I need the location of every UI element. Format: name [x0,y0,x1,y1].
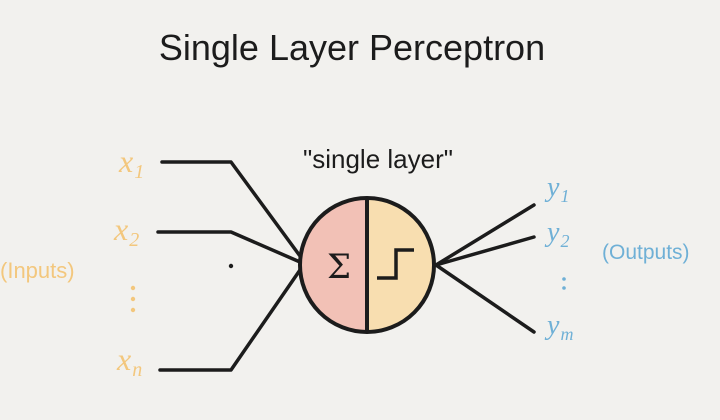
step-function-icon [377,248,414,280]
input-subscript: 1 [134,161,144,183]
output-var: y [544,217,560,248]
outputs-ellipsis [562,277,566,290]
input-subscript: n [132,359,142,381]
summation-half [300,198,367,332]
stray-dot [228,263,234,269]
input-wire-2 [156,230,302,264]
input-x2: x2 [113,211,139,251]
output-y2: y2 [544,217,569,251]
input-var: x [116,341,131,377]
svg-text:y1: y1 [544,172,569,206]
output-y1: y1 [544,172,569,206]
output-ym: ym [544,310,573,344]
input-var: x [113,211,128,247]
single-layer-caption: "single layer" [303,144,453,174]
svg-text:x2: x2 [113,211,139,251]
page-title: Single Layer Perceptron [159,27,545,68]
output-wire-1 [434,203,536,267]
input-xn: xn [116,341,142,381]
input-var: x [118,143,133,179]
input-wire-n [158,268,302,372]
svg-text:x1: x1 [118,143,144,183]
neuron-node: Σ [298,196,436,334]
output-subscript: m [560,324,573,344]
svg-text:xn: xn [116,341,142,381]
svg-text:ym: ym [544,310,573,344]
input-subscript: 2 [129,229,139,251]
output-subscript: 1 [560,186,569,206]
output-wire-2 [434,235,536,267]
inputs-ellipsis [130,285,136,313]
input-x1: x1 [118,143,144,183]
output-wire-m [434,263,536,334]
output-subscript: 2 [560,231,569,251]
activation-half [367,198,434,332]
outputs-label: (Outputs) [602,241,690,264]
output-var: y [544,310,560,341]
sigma-symbol: Σ [327,247,351,287]
inputs-label: (Inputs) [0,258,75,283]
output-var: y [544,172,560,203]
input-wire-1 [160,160,302,258]
svg-text:y2: y2 [544,217,569,251]
